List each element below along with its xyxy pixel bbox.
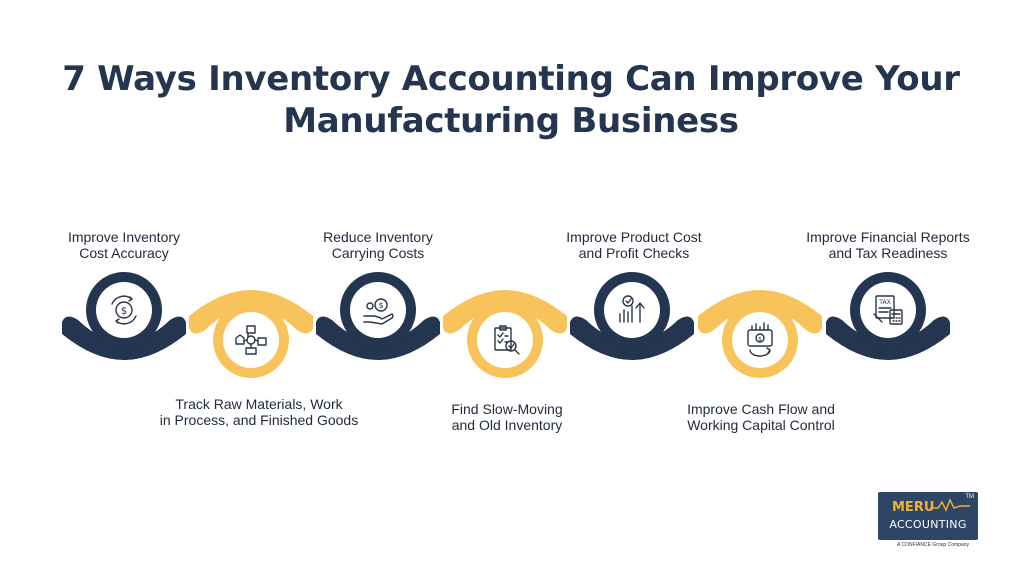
step-2-label: Track Raw Materials, Work in Process, an… bbox=[159, 396, 359, 428]
factory-flow-icon bbox=[235, 325, 267, 355]
step-circle bbox=[223, 312, 279, 368]
page-title: 7 Ways Inventory Accounting Can Improve … bbox=[0, 58, 1022, 142]
step-circle bbox=[477, 312, 533, 368]
logo-name-bottom: ACCOUNTING bbox=[889, 518, 967, 531]
title-line-1: 7 Ways Inventory Accounting Can Improve … bbox=[62, 59, 960, 99]
step-4-label: Find Slow-Moving and Old Inventory bbox=[451, 401, 563, 433]
step-6-label: Improve Cash Flow and Working Capital Co… bbox=[687, 401, 835, 433]
hand-coins-icon: $ bbox=[363, 298, 394, 325]
svg-text:TAX: TAX bbox=[878, 299, 890, 306]
logo-tagline: A CONFIANCE Group Company bbox=[897, 542, 969, 548]
svg-text:$: $ bbox=[758, 336, 762, 343]
step-5-label: Improve Product Cost and Profit Checks bbox=[566, 229, 702, 261]
tax-report-icon: TAX bbox=[873, 295, 903, 325]
step-ribbon bbox=[316, 316, 440, 360]
step-ribbon bbox=[189, 290, 313, 334]
cash-flow-icon: $ bbox=[747, 322, 773, 357]
step-circle bbox=[732, 312, 788, 368]
step-ribbon bbox=[698, 290, 822, 334]
logo-chart-line-icon bbox=[930, 498, 970, 512]
dollar-cycle-icon: $ bbox=[111, 295, 137, 325]
clipboard-search-icon bbox=[494, 325, 520, 355]
step-3-label: Reduce Inventory Carrying Costs bbox=[323, 229, 433, 261]
svg-text:$: $ bbox=[378, 301, 383, 310]
svg-text:$: $ bbox=[121, 306, 127, 317]
step-ribbon bbox=[443, 290, 567, 334]
logo-name-top: MERU bbox=[892, 500, 935, 515]
title-line-2: Manufacturing Business bbox=[283, 101, 739, 141]
step-ribbon bbox=[826, 316, 950, 360]
step-circle bbox=[860, 282, 916, 338]
step-ribbon bbox=[570, 316, 694, 360]
logo-trademark: TM bbox=[965, 494, 974, 500]
step-1-label: Improve Inventory Cost Accuracy bbox=[67, 229, 181, 261]
step-7-label: Improve Financial Reports and Tax Readin… bbox=[806, 229, 970, 261]
step-circle bbox=[96, 282, 152, 338]
meru-accounting-logo: MERU TM ACCOUNTING bbox=[878, 492, 978, 540]
step-ribbon bbox=[62, 316, 186, 360]
growth-chart-icon bbox=[619, 295, 645, 323]
